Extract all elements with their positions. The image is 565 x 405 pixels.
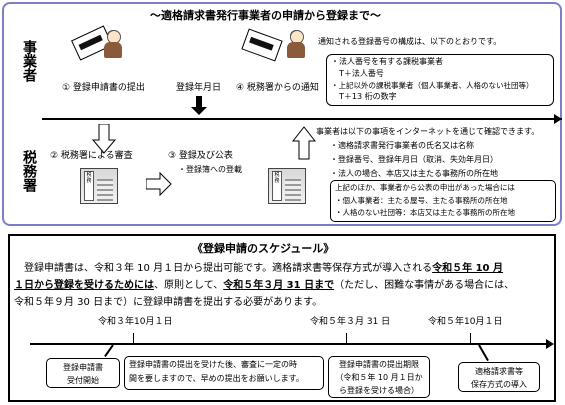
- schedule-paragraph-line2: １日から登録を受けるためには、原則として、令和５年３月 31 日まで（ただし、困…: [14, 281, 514, 291]
- box4-line: 適格請求書等: [475, 367, 523, 376]
- schedule-paragraph-line1: 登録申請書は、令和３年 10 月１日から提出可能です。適格請求書等保存方式が導入…: [14, 264, 503, 274]
- para-a: 登録申請書は、令和３年 10 月１日から提出可能です。適格請求書等保存方式が導入…: [14, 263, 433, 274]
- timeline-line: [42, 118, 562, 120]
- business-label-text: 事業者: [21, 40, 37, 82]
- internet-item: ・適格請求書発行事業者の氏名又は名称: [330, 141, 474, 150]
- timeline-arrowhead: [554, 114, 562, 124]
- top-title: ～適格請求書発行事業者の申請から登録まで～: [150, 9, 381, 22]
- box3-line: 登録申請書の提出期限: [339, 360, 419, 369]
- registration-date-label: 登録年月日: [176, 83, 222, 93]
- step4-label: ④ 税務署からの通知: [236, 83, 319, 93]
- tick-deadline: [346, 333, 347, 345]
- date-label-start: 令和３年10月１日: [98, 317, 173, 327]
- review-right-arrow: [146, 172, 172, 196]
- step3-sublabel: ・登録簿への登載: [178, 165, 242, 174]
- schedule-paragraph-line3: 令和５年９月 30 日まで）に登録申請書を提出する必要があります。: [14, 297, 323, 308]
- business-person-icon: [102, 30, 124, 60]
- schedule-panel: [8, 234, 556, 402]
- box1-line: 受付開始: [67, 376, 99, 385]
- notice-line: ・上記以外の課税事業者（個人事業者、人格のない社団等）: [331, 81, 534, 90]
- deadline-box: 登録申請書の提出期限 （令和５年 10 月１日か ら登録を受ける場合）: [328, 356, 430, 398]
- schedule-timeline-arrowhead: [546, 339, 554, 349]
- schedule-timeline-line: [30, 343, 550, 345]
- step3-label: ③ 登録及び公表: [168, 151, 233, 161]
- extra-item: ・個人事業者：主たる屋号、主たる事務所の所在地: [335, 196, 508, 205]
- notify-up-arrow: [292, 126, 316, 160]
- business-person-icon-2: [285, 30, 307, 60]
- step2-label: ② 税務署による審査: [50, 151, 133, 161]
- para-b-underline2: 令和５年３月 31 日まで: [223, 280, 335, 291]
- review-notice-box: 登録申請書の提出を受けた後、審査に一定の時 間を要しますので、早めの提出をお願い…: [124, 356, 324, 390]
- date-label-introduction: 令和５年10月１日: [428, 317, 503, 327]
- optional-publication-box: 上記のほか、事業者から公表の申出があった場合には ・個人事業者：主たる屋号、主た…: [330, 180, 556, 222]
- tick-introduction: [470, 333, 471, 345]
- box2-line: 間を要しますので、早めの提出をお願いします。: [129, 374, 304, 383]
- para-b1: 、原則として、: [154, 280, 224, 291]
- step1-label: ① 登録申請書の提出: [62, 83, 145, 93]
- registration-number-box: ・法人番号を有する課税事業者 T＋法人番号 ・上記以外の課税事業者（個人事業者、…: [326, 54, 554, 106]
- notice-line: T＋13 桁の数字: [331, 92, 397, 101]
- tax-office-label: 税務署: [20, 150, 37, 197]
- registration-date-arrow-shaft: [196, 96, 202, 108]
- para-b-underline1: １日から登録を受けるためには: [14, 280, 154, 291]
- box1-line: 登録申請書: [63, 363, 103, 372]
- date-label-deadline: 令和５年３月 31 日: [310, 317, 391, 327]
- extra-item: ・人格のない社団等：本店又は主たる事務所の所在地: [335, 208, 515, 217]
- box4-line: 保存方式の導入: [471, 380, 527, 389]
- registration-date-arrowhead: [191, 107, 207, 115]
- para-a-underline: 令和５年 10 月: [432, 263, 503, 274]
- notice-intro: 通知される登録番号の構成は、以下のとおりです。: [318, 37, 502, 46]
- tax-office-building-icon: 税務: [80, 168, 118, 204]
- tax-office-label-text: 税務署: [21, 150, 37, 192]
- schedule-title: 《登録申請のスケジュール》: [192, 242, 335, 255]
- box3-line: ら登録を受ける場合）: [339, 386, 419, 395]
- internet-item: ・登録番号、登録年月日（取消、失効年月日）: [330, 155, 498, 164]
- extra-intro: 上記のほか、事業者から公表の申出があった場合には: [335, 183, 515, 192]
- submit-down-arrow: [92, 124, 116, 154]
- internet-item: ・法人の場合、本店又は主たる事務所の所在地: [330, 169, 498, 178]
- business-label: 事業者: [20, 40, 37, 87]
- notice-line: T＋法人番号: [331, 69, 384, 78]
- acceptance-start-box: 登録申請書 受付開始: [46, 358, 120, 388]
- tax-office-building-icon-2: 税務: [268, 168, 306, 204]
- box3-line: （令和５年 10 月１日か: [335, 373, 423, 382]
- para-b2: （ただし、困難な事情がある場合には、: [334, 280, 515, 291]
- tick-start: [133, 333, 134, 345]
- box2-line: 登録申請書の提出を受けた後、審査に一定の時: [129, 360, 297, 369]
- internet-intro: 事業者は以下の事項をインターネットを通じて確認できます。: [316, 127, 540, 136]
- notice-line: ・法人番号を有する課税事業者: [331, 57, 443, 66]
- introduction-box: 適格請求書等 保存方式の導入: [458, 362, 540, 392]
